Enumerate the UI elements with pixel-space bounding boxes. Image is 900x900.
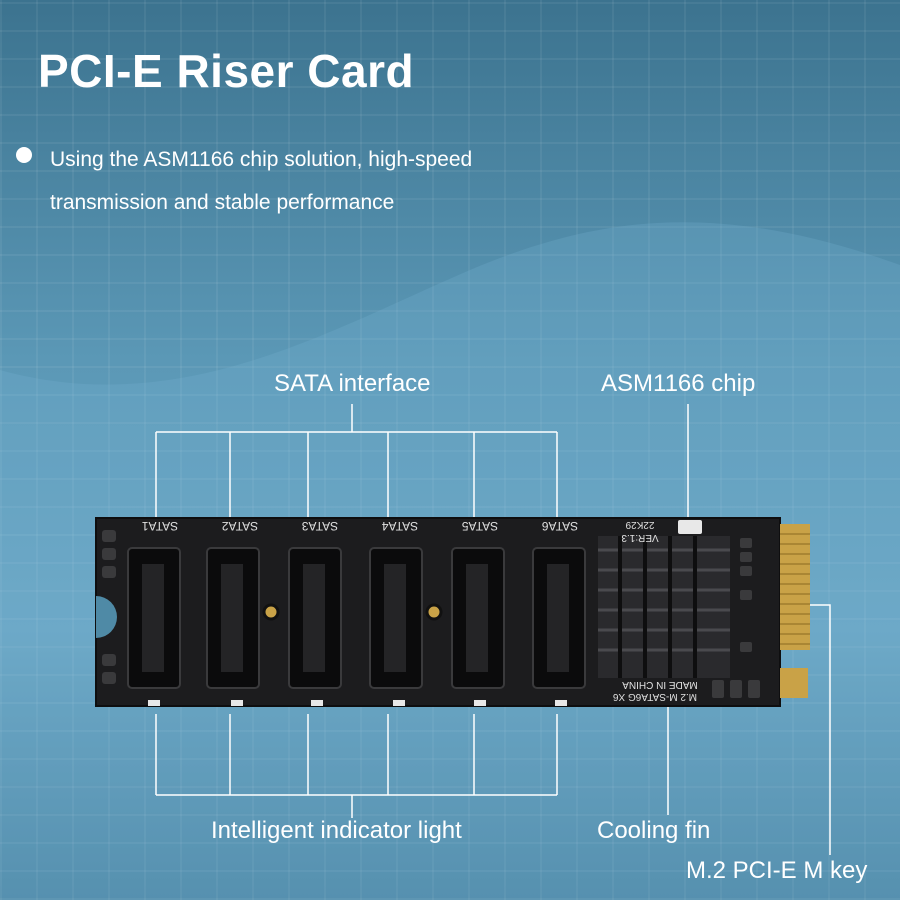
sata-port-3: [288, 547, 342, 689]
indicator-callout-lines: [155, 714, 558, 818]
silk-sata6: SATA6: [542, 519, 579, 533]
silk-sata3: SATA3: [302, 519, 339, 533]
silk-sata5: SATA5: [462, 519, 499, 533]
silk-sata1: SATA1: [142, 519, 179, 533]
sata-port-1: [127, 547, 181, 689]
indicator-light-label: Intelligent indicator light: [211, 817, 462, 844]
key-finger: [780, 668, 808, 698]
m2-key-label: M.2 PCI-E M key: [686, 857, 868, 884]
cooling-fin-label: Cooling fin: [597, 817, 711, 844]
asm1166-chip-marker: [678, 520, 702, 534]
silk-model: M.2 M-SATA6G X6: [613, 691, 698, 702]
silk-origin: MADE IN CHINA: [622, 679, 698, 690]
sata-port-5: [451, 547, 505, 689]
right-components: [712, 538, 760, 698]
left-pads: [102, 530, 116, 684]
silk-version: VER:1.3: [621, 532, 659, 543]
feature-description: Using the ASM1166 chip solution, high-sp…: [50, 148, 473, 214]
silk-date-code: 22K29: [625, 519, 654, 530]
cooling-fin: [598, 536, 730, 678]
sata-port-4: [369, 547, 423, 689]
screw-hole-left: [262, 603, 280, 621]
indicator-leds: [148, 700, 567, 706]
gold-fingers: [780, 524, 810, 650]
silk-sata4: SATA4: [382, 519, 419, 533]
sata-port-6: [532, 547, 586, 689]
chip-label: ASM1166 chip: [601, 370, 756, 397]
mount-notch: [96, 596, 117, 638]
silk-sata2: SATA2: [222, 519, 259, 533]
sata-interface-label: SATA interface: [274, 370, 431, 397]
screw-hole-right: [425, 603, 443, 621]
key-callout-line: [805, 604, 831, 855]
bullet-icon: [16, 147, 32, 163]
page-title: PCI-E Riser Card: [38, 45, 415, 97]
sata-port-2: [206, 547, 260, 689]
